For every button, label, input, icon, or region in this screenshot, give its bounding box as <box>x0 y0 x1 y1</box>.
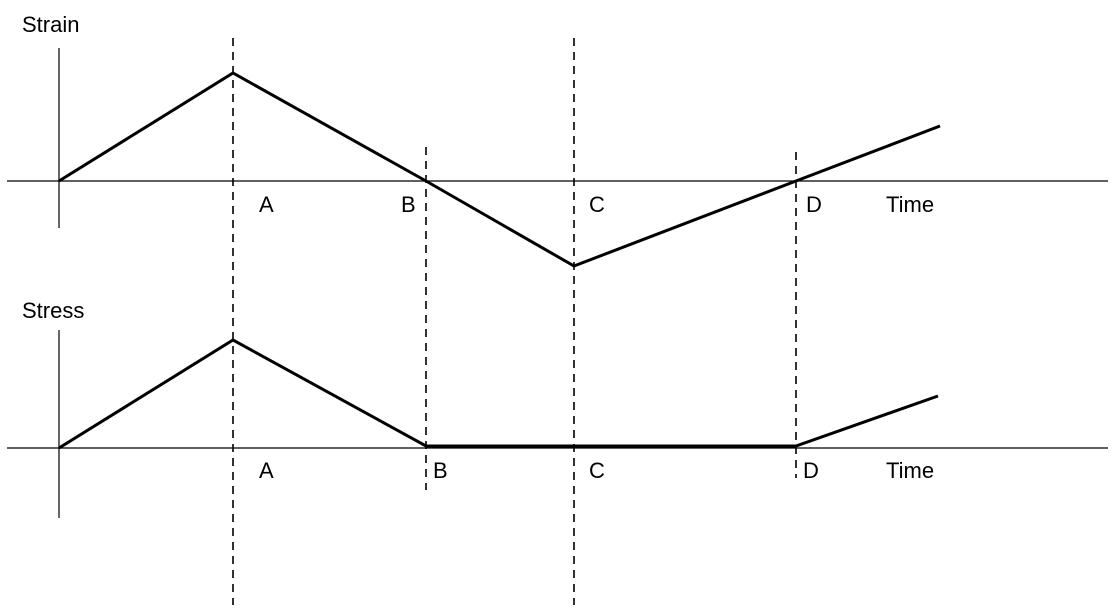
stress-axis-label: Stress <box>22 298 84 323</box>
stress-marker-c: C <box>589 458 605 483</box>
strain-panel: Strain Time A B C D <box>7 12 1108 268</box>
stress-marker-b: B <box>433 458 448 483</box>
strain-curve <box>58 71 941 268</box>
stress-time-label: Time <box>886 458 934 483</box>
strain-marker-c: C <box>589 192 605 217</box>
strain-time-label: Time <box>886 192 934 217</box>
stress-marker-a: A <box>259 458 274 483</box>
stress-curve <box>58 338 939 450</box>
strain-marker-b: B <box>401 192 416 217</box>
strain-marker-d: D <box>806 192 822 217</box>
strain-marker-a: A <box>259 192 274 217</box>
stress-panel: Stress Time A B C D <box>7 298 1108 518</box>
strain-axis-label: Strain <box>22 12 79 37</box>
stress-marker-d: D <box>803 458 819 483</box>
